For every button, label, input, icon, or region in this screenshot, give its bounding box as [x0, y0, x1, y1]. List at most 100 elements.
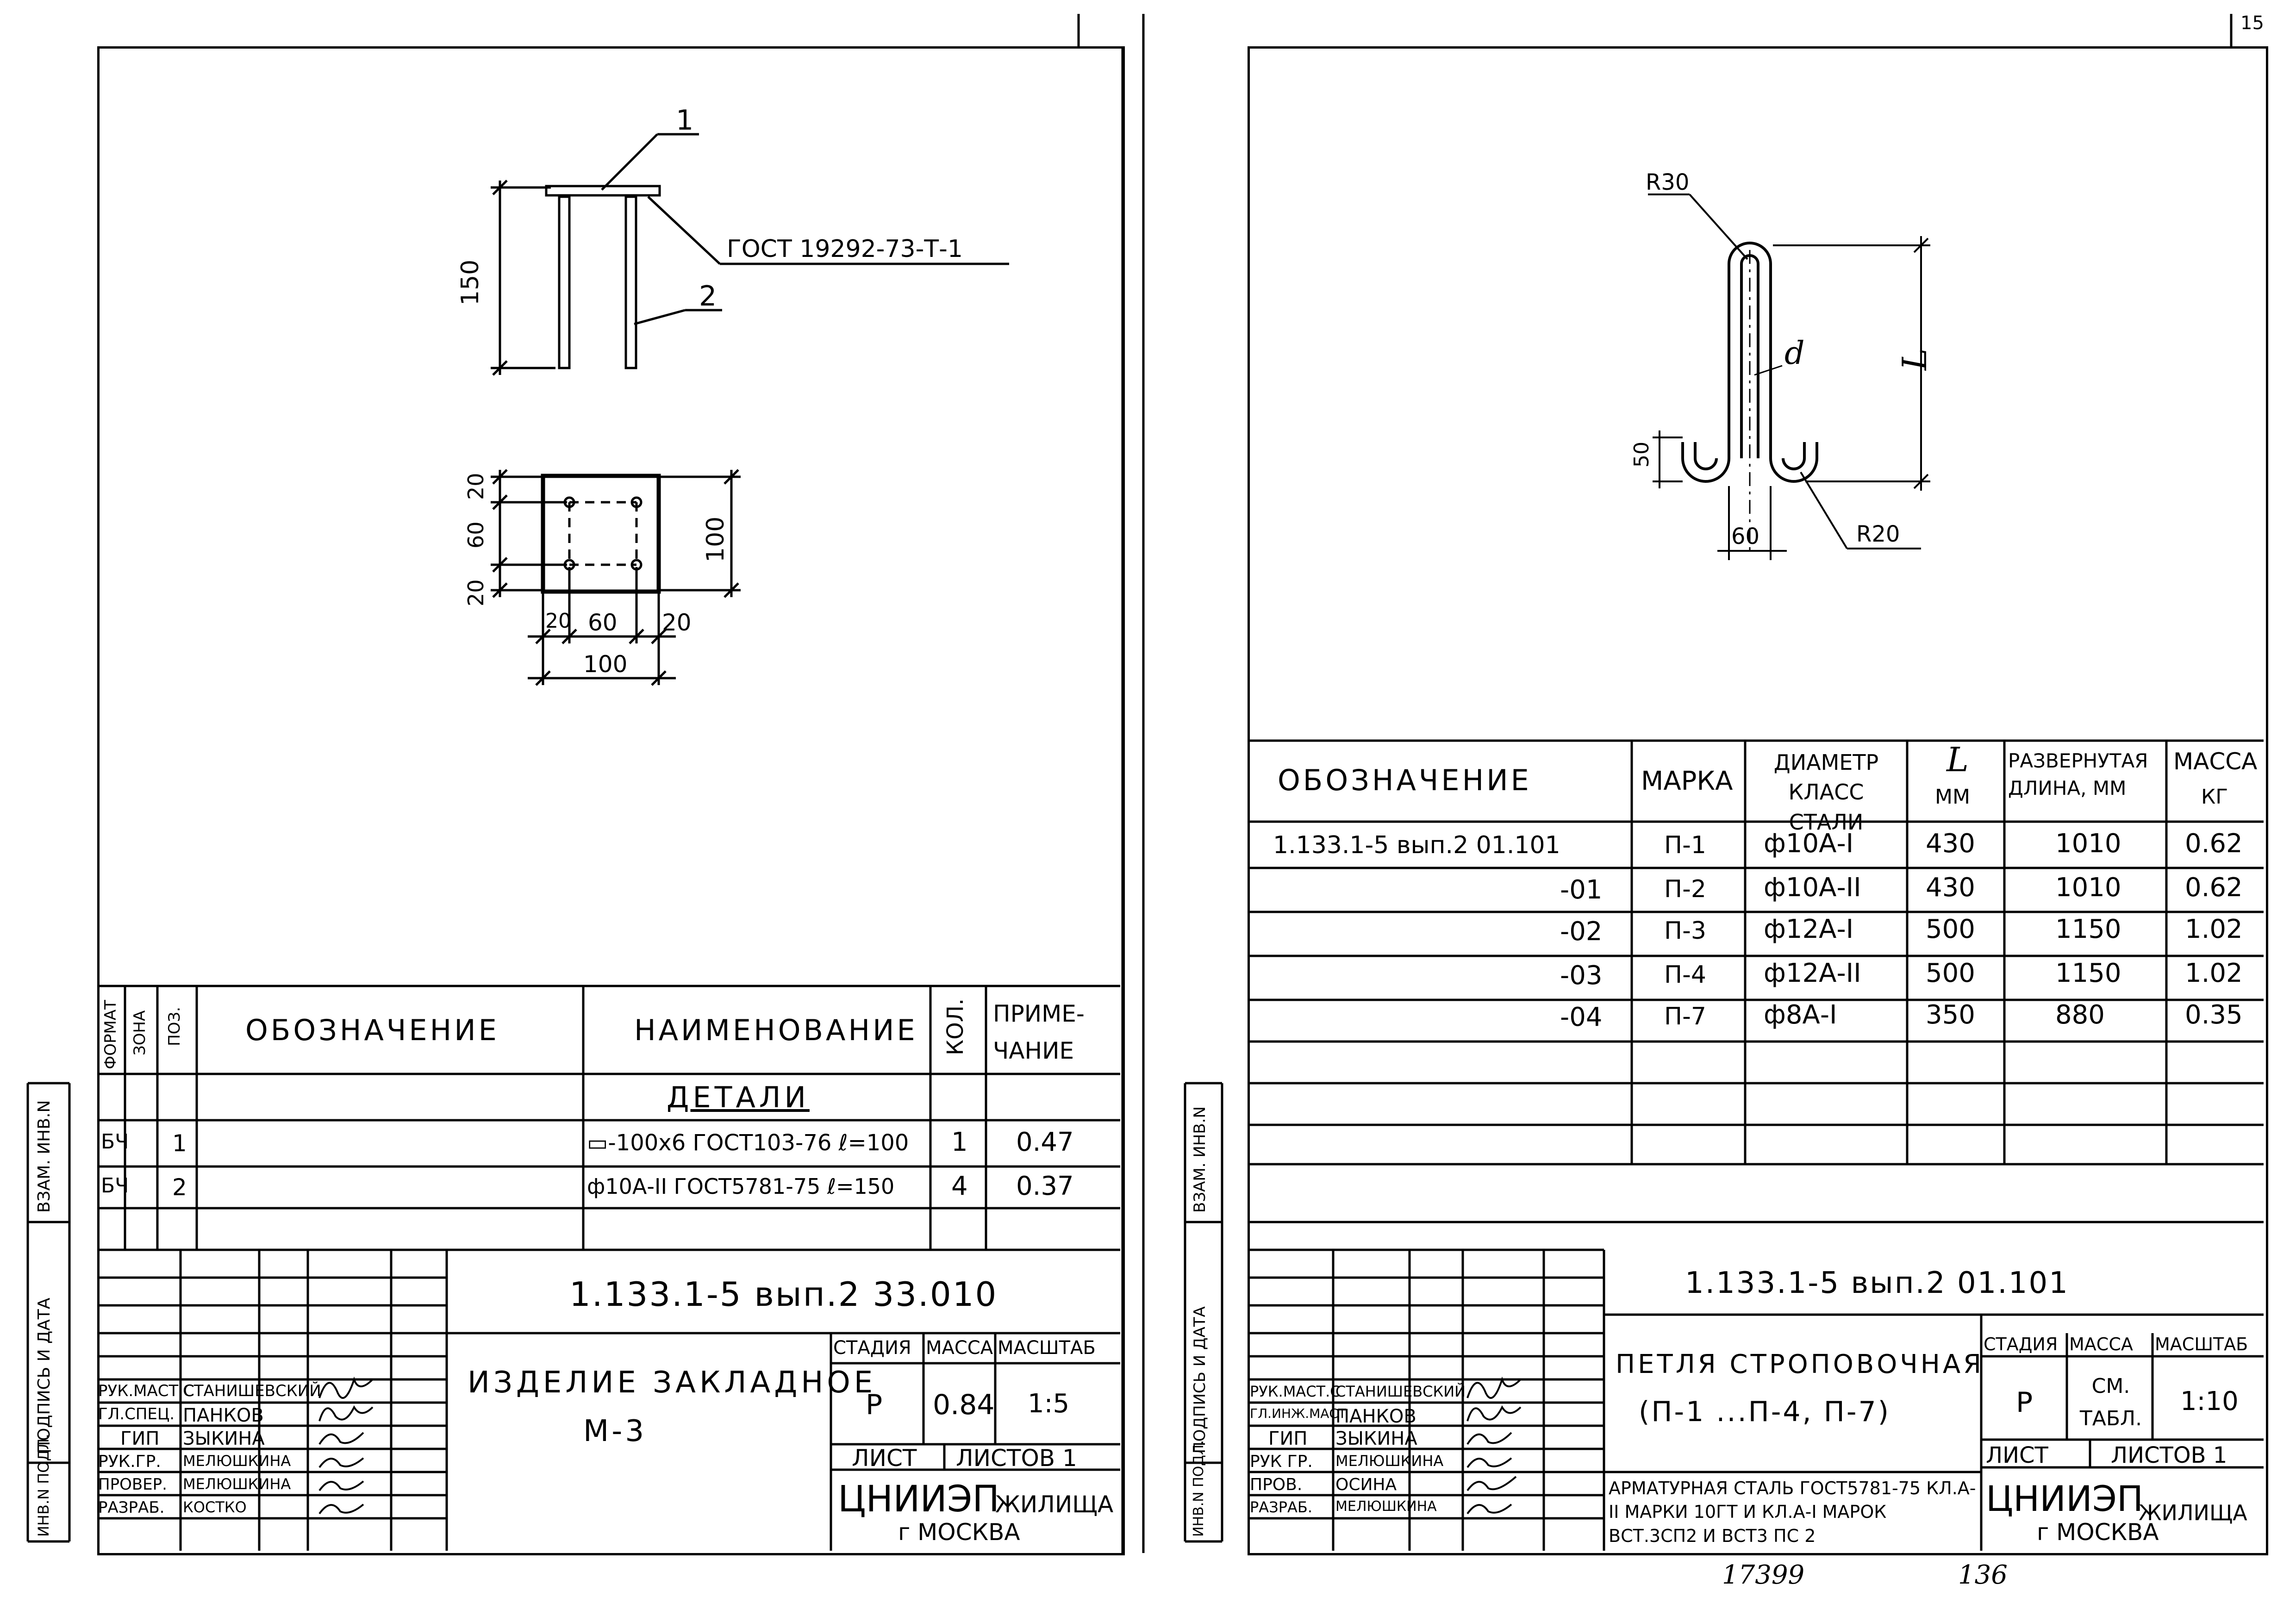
spec-row-2-pos: 2	[172, 1174, 187, 1201]
left-stage: Р	[866, 1389, 883, 1421]
dim-20-left: 20	[545, 609, 571, 633]
left-sheet	[97, 46, 1125, 1555]
signature-mark	[318, 1503, 364, 1515]
right-sheet-label: ЛИСТ	[1986, 1442, 2048, 1468]
rtable-row-1-L: 430	[1926, 829, 1975, 859]
right-staff-name-3: ЗЫКИНА	[1335, 1428, 1417, 1449]
rtable-row-2-mass: 0.62	[2185, 873, 2243, 903]
rtable-row-2-designation: -01	[1560, 875, 1603, 905]
weld-note: ГОСТ 19292-73-Т-1	[727, 235, 963, 263]
rtable-row-1-mass: 0.62	[2185, 829, 2243, 859]
right-staff-role-2: ГЛ.ИНЖ.МАСТ	[1250, 1406, 1347, 1421]
right-scale: 1:10	[2180, 1386, 2239, 1416]
right-staff-role-6: РАЗРАБ.	[1250, 1498, 1313, 1516]
rtable-header-L: L	[1947, 740, 1969, 779]
left-staff-role-5: ПРОВЕР.	[98, 1475, 167, 1494]
signature-mark	[1466, 1432, 1512, 1445]
rtable-row-4-designation: -03	[1560, 961, 1603, 991]
signature-mark	[318, 1376, 374, 1399]
right-staff-role-4: РУК ГР.	[1250, 1452, 1313, 1471]
right-org: ЦНИИЭП	[1986, 1478, 2144, 1519]
signature-mark	[1466, 1376, 1522, 1399]
signature-mark	[1466, 1405, 1522, 1422]
left-staff-role-2: ГЛ.СПЕЦ.	[98, 1405, 175, 1423]
rtable-row-5-L: 350	[1926, 1000, 1975, 1030]
right-title: ПЕТЛЯ СТРОПОВОЧНАЯ	[1616, 1349, 1984, 1379]
rtable-header-mass: МАССА	[2173, 748, 2258, 775]
rtable-row-4-mark: П-4	[1664, 961, 1706, 989]
rtable-row-5-length: 880	[2055, 1000, 2105, 1030]
rtable-row-2-length: 1010	[2055, 873, 2121, 903]
right-staff-name-4: МЕЛЮШКИНА	[1335, 1452, 1444, 1470]
rtable-row-3-mass: 1.02	[2185, 914, 2243, 944]
rtable-row-3-length: 1150	[2055, 914, 2121, 944]
rtable-row-2-diameter: ф10А-II	[1764, 873, 1861, 903]
left-doc-code: 1.133.1-5 вып.2 33.010	[569, 1275, 998, 1314]
right-mass: СМ. ТАБЛ.	[2079, 1374, 2142, 1431]
rtable-header-L-unit: ММ	[1935, 785, 1970, 809]
rtable-row-5-designation: -04	[1560, 1002, 1603, 1032]
rtable-header-designation: ОБОЗНАЧЕНИЕ	[1278, 763, 1532, 797]
dim-r30: R30	[1646, 169, 1690, 195]
rtable-header-length: РАЗВЕРНУТАЯ ДЛИНА, ММ	[2008, 749, 2148, 799]
rtable-row-4-mass: 1.02	[2185, 958, 2243, 988]
rtable-row-3-designation: -02	[1560, 917, 1603, 947]
spec-row-2-note: 0.37	[1016, 1171, 1074, 1201]
left-city: г МОСКВА	[898, 1519, 1020, 1546]
left-scale: 1:5	[1028, 1389, 1070, 1419]
right-city: г МОСКВА	[2037, 1519, 2159, 1546]
left-staff-name-6: КОСТКО	[183, 1498, 247, 1516]
spec-row-1-note: 0.47	[1016, 1127, 1074, 1157]
rtable-row-5-mark: П-7	[1664, 1003, 1706, 1030]
right-side-inv: ИНВ.N ПОДЛ.	[1191, 1440, 1207, 1537]
rtable-row-1-designation: 1.133.1-5 вып.2 01.101	[1273, 831, 1560, 859]
dim-20-right: 20	[662, 609, 692, 636]
right-side-sign: ПОДПИСЬ И ДАТА	[1191, 1306, 1209, 1454]
left-staff-name-1: СТАНИШЕВСКИЙ	[183, 1382, 321, 1400]
left-mass-label: МАССА	[926, 1337, 993, 1359]
right-staff-name-1: СТАНИШЕВСКИЙ	[1335, 1383, 1466, 1400]
rtable-row-5-diameter: ф8А-I	[1764, 1000, 1837, 1030]
spec-row-2-format: БЧ	[101, 1174, 129, 1198]
header-designation: ОБОЗНАЧЕНИЕ	[245, 1013, 499, 1047]
right-staff-name-5: ОСИНА	[1335, 1475, 1397, 1494]
leader-label-2: 2	[699, 280, 717, 312]
right-mass-label: МАССА	[2069, 1334, 2133, 1354]
right-material: АРМАТУРНАЯ СТАЛЬ ГОСТ5781-75 КЛ.А-II МАР…	[1609, 1478, 1976, 1546]
header-note: ПРИМЕ- ЧАНИЕ	[993, 1000, 1085, 1064]
left-org-suffix: ЖИЛИЩА	[995, 1491, 1114, 1518]
right-sheets-label: ЛИСТОВ 1	[2111, 1442, 2227, 1468]
rtable-row-1-mark: П-1	[1664, 831, 1706, 859]
rtable-header-diameter: ДИАМЕТР КЛАСС СТАЛИ	[1773, 750, 1879, 835]
spec-row-1-qty: 1	[951, 1127, 968, 1157]
archive-number: 17399	[1722, 1560, 1805, 1590]
right-staff-role-5: ПРОВ.	[1250, 1475, 1303, 1494]
rtable-row-5-mass: 0.35	[2185, 1000, 2243, 1030]
dim-60-horizontal: 60	[588, 609, 618, 636]
right-staff-name-2: ПАНКОВ	[1335, 1406, 1416, 1427]
right-staff-role-3: ГИП	[1268, 1428, 1308, 1449]
rtable-row-4-length: 1150	[2055, 958, 2121, 988]
left-staff-name-2: ПАНКОВ	[183, 1405, 264, 1426]
left-sheets-label: ЛИСТОВ 1	[956, 1445, 1077, 1472]
right-stage-label: СТАДИЯ	[1984, 1334, 2058, 1354]
right-side-vzam: ВЗАМ. ИНВ.N	[1191, 1106, 1209, 1213]
left-staff-role-1: РУК.МАСТ.С	[98, 1382, 194, 1400]
rtable-row-4-L: 500	[1926, 958, 1975, 988]
signature-mark	[318, 1405, 374, 1422]
left-sheet-label: ЛИСТ	[852, 1445, 917, 1472]
right-staff-name-6: МЕЛЮШКИНА	[1335, 1498, 1437, 1515]
rtable-row-4-diameter: ф12А-II	[1764, 958, 1861, 988]
left-staff-name-3: ЗЫКИНА	[183, 1428, 265, 1449]
dim-d: d	[1784, 335, 1805, 372]
rtable-row-2-mark: П-2	[1664, 875, 1706, 903]
section-details: ДЕТАЛИ	[667, 1080, 810, 1114]
signature-mark	[318, 1432, 364, 1445]
rtable-row-3-L: 500	[1926, 914, 1975, 944]
rtable-row-2-L: 430	[1926, 873, 1975, 903]
rtable-header-mark: МАРКА	[1641, 766, 1733, 796]
spec-row-1-pos: 1	[172, 1130, 187, 1157]
